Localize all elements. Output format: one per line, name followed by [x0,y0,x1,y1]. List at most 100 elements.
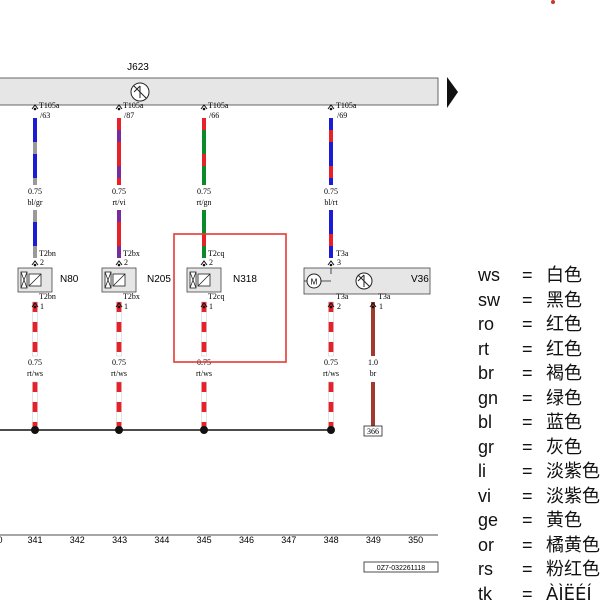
plug-label: T2bn [39,292,56,301]
wire-segment [33,342,38,352]
wire-segment [117,332,122,342]
wire-segment [117,402,122,412]
wire-brown [371,382,375,426]
grid-number: 343 [112,535,127,545]
wire-segment [202,154,206,166]
pin-dot [34,264,37,267]
wire-segment [202,222,206,234]
wire-segment [202,178,206,185]
wire-segment [329,342,334,352]
plug-label: T3a [336,249,349,258]
wire-segment [329,352,334,356]
legend-name: 黄色 [546,509,582,534]
wire-segment [117,322,122,332]
wire-segment [117,392,122,402]
wire-segment [33,312,38,322]
wire-segment [329,178,333,185]
grid-number: 341 [27,535,42,545]
legend-equals: = [522,435,546,460]
wire-segment [329,234,333,246]
wire-segment [33,246,37,258]
wire-segment [329,210,333,222]
legend-code: vi [478,484,522,509]
wire-segment [202,210,206,222]
wire-segment [329,246,333,258]
legend-row: ro=红色 [478,312,600,337]
legend-equals: = [522,263,546,288]
pin-dot [203,306,206,309]
wire-segment [202,166,206,178]
wire-segment [329,332,334,342]
wire-segment [329,118,333,130]
pin-dot [330,108,333,111]
wire-segment [202,130,206,142]
wire-color: rt/ws [27,369,43,378]
plug-label: T2cq [208,292,224,301]
doc-id: 0Z7-032261118 [377,565,425,572]
legend-code: br [478,361,522,386]
wire-segment [117,412,122,422]
legend-equals: = [522,557,546,582]
wire-segment [117,178,121,185]
legend-code: or [478,533,522,558]
legend-code: rs [478,557,522,582]
plug-pin: 2 [124,258,128,267]
grid-number: 346 [239,535,254,545]
wire-color: rt/gn [196,198,211,207]
legend-name: 黑色 [546,289,582,314]
wire-segment [329,402,334,412]
wire-segment [329,166,333,178]
pin-dot [203,108,206,111]
wire-segment [117,210,121,222]
wire-size: 0.75 [112,187,126,196]
pin-dot [34,306,37,309]
ground-ref-label: 366 [367,427,379,436]
wire-segment [329,392,334,402]
wire-segment [329,382,334,392]
wire-segment [33,234,37,246]
plug-label: T2cq [208,249,224,258]
wire-segment [117,166,121,178]
wire-segment [202,382,207,392]
grid-number: 348 [324,535,339,545]
wire-segment [117,234,121,246]
pin-dot [118,306,121,309]
wire-segment [202,142,206,154]
junction-dot [31,426,39,434]
wire-segment [33,392,38,402]
legend-name: 粉红色 [546,558,600,583]
wire-brown [371,302,375,356]
wire-segment [329,312,334,322]
wire-size: 0.75 [324,187,338,196]
wire-segment [202,392,207,402]
legend-row: sw=黑色 [478,288,600,313]
wire-segment [117,154,121,166]
wire-segment [117,382,122,392]
wire-segment [33,130,37,142]
wire-color: rt/ws [323,369,339,378]
grid-number: 344 [154,535,169,545]
wire-segment [117,142,121,154]
wire-segment [33,412,38,422]
pin-dot [372,306,375,309]
legend-equals: = [522,582,546,606]
legend-name: 淡紫色 [546,460,600,485]
pin-dot [330,306,333,309]
wire-segment [202,332,207,342]
legend-equals: = [522,312,546,337]
legend-equals: = [522,361,546,386]
wire-segment [202,312,207,322]
wire-segment [33,382,38,392]
wire-segment [202,342,207,352]
legend-row: rs=粉红色 [478,557,600,582]
connector-pin: /87 [124,111,134,120]
legend-name: ÀÌËÉÍ [546,583,592,606]
wire-segment [33,118,37,130]
legend-equals: = [522,288,546,313]
wire-color: bl/gr [27,198,42,207]
plug-label: T2bx [123,249,140,258]
wire-segment [329,154,333,166]
legend-equals: = [522,337,546,362]
plug-pin: 2 [209,258,213,267]
pin-dot [330,264,333,267]
